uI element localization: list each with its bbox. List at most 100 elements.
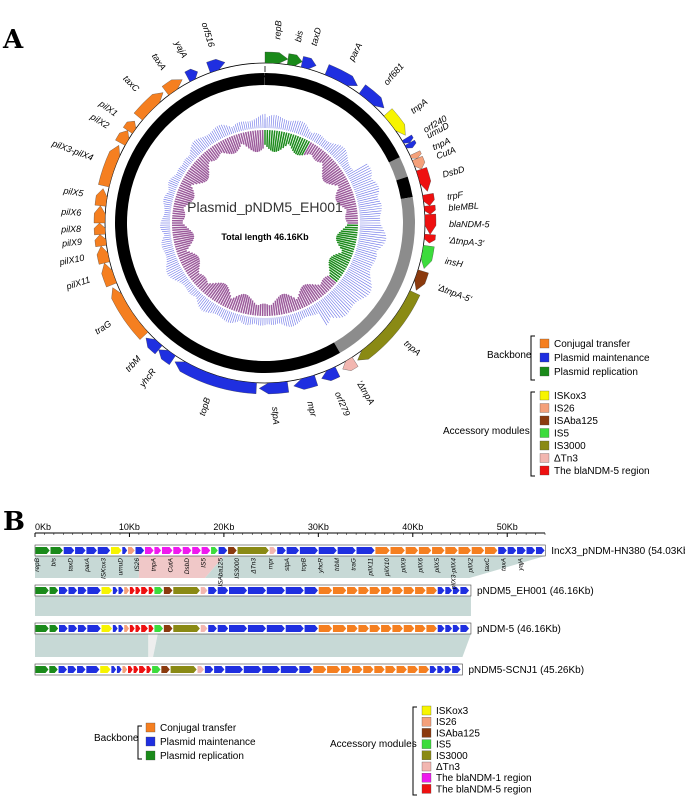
track-3-gene-8	[116, 666, 122, 673]
gc-bar-in	[329, 257, 348, 269]
gene-label-mpr: mpr	[305, 400, 319, 418]
gc-bar-in	[329, 274, 338, 283]
track-1-gene-3	[68, 587, 78, 594]
gc-bar-out	[268, 115, 270, 129]
gc-bar-in	[198, 280, 208, 290]
track-1-gene-6	[101, 587, 113, 594]
gc-bar-in	[336, 239, 356, 246]
gene-arrow-orf681	[358, 84, 385, 109]
gc-bar-in	[192, 273, 203, 283]
gc-bar-in	[175, 195, 192, 203]
gc-bar-in	[268, 305, 271, 316]
track-2-gene-38	[460, 625, 470, 632]
gc-bar-out	[356, 246, 377, 252]
gc-bar-in	[312, 147, 321, 158]
gc-bar-out	[161, 244, 173, 248]
gc-bar-in	[240, 294, 247, 314]
track-3-gene-21	[243, 666, 262, 673]
gc-bar-out	[353, 255, 374, 264]
gc-bar-out	[322, 140, 328, 148]
gc-bar-in	[249, 300, 254, 315]
track-0-gene-27	[356, 547, 375, 554]
gc-bar-in	[219, 288, 230, 306]
gc-bar-out	[355, 252, 377, 260]
gc-bar-out	[228, 126, 233, 135]
track-2-gene-19	[217, 625, 229, 632]
gc-bar-in	[328, 173, 345, 185]
legend-b-accessory-swatch-3	[421, 739, 432, 749]
gc-bar-in	[337, 180, 349, 187]
gc-bar-out	[343, 275, 371, 294]
track-gene-label-28: taxA	[501, 558, 508, 571]
gc-bar-out	[214, 306, 220, 315]
gene-arrow-tnpa	[342, 356, 359, 371]
gc-bar-in	[249, 131, 255, 152]
gc-bar-in	[197, 278, 207, 288]
gc-bar-in	[287, 133, 293, 145]
gene-label-tnpa-5: 'ΔtnpA-5'	[436, 282, 473, 304]
gc-bar-in	[207, 148, 217, 161]
gc-bar-out	[181, 165, 188, 170]
gc-bar-in	[335, 186, 352, 195]
track-3-gene-24	[299, 666, 313, 673]
gene-label-orf681: orf681	[381, 61, 405, 87]
legend-a-accessory-label-0: ISKox3	[554, 391, 587, 402]
gc-bar-out	[164, 196, 174, 200]
zero-kb-label: 0Kb	[257, 72, 273, 82]
track-gene-label-1: bis	[51, 557, 58, 566]
gc-bar-in	[177, 191, 195, 199]
track-0-gene-0	[35, 547, 50, 554]
gc-bar-out	[172, 271, 184, 280]
gc-bar-in	[172, 231, 193, 236]
gc-bar-in	[324, 169, 343, 183]
track-gene-label-6: IS26	[134, 558, 141, 572]
gc-bar-in	[314, 150, 325, 162]
legend-a-backbone-swatch-2	[539, 366, 550, 377]
gc-bar-in	[192, 163, 210, 179]
gc-bar-in	[302, 284, 315, 303]
gc-bar-in	[235, 134, 241, 148]
gc-bar-out	[164, 250, 175, 254]
track-0-gene-11	[154, 547, 162, 554]
gc-bar-out	[325, 142, 332, 150]
gene-arrow-pilx3-pilx4	[98, 145, 120, 188]
gc-bar-out	[356, 248, 377, 255]
gc-bar-in	[338, 252, 352, 260]
gene-arrows	[93, 51, 437, 395]
homology-band	[35, 634, 149, 657]
legend-b-accessory-swatch-7	[421, 784, 432, 794]
gc-bar-out	[212, 305, 218, 314]
homology-shading	[35, 556, 545, 657]
track-0-gene-39	[517, 547, 526, 554]
gene-arrow-taxa	[161, 79, 183, 96]
gc-bar-out	[353, 181, 376, 191]
gene-arrow-bis	[287, 53, 303, 66]
gc-bar-out	[196, 293, 202, 300]
track-1-gene-14	[154, 587, 164, 594]
gc-bar-out	[313, 133, 320, 142]
gc-bar-in	[222, 291, 231, 307]
gc-bar-out	[351, 261, 371, 271]
legend-b-accessory-swatch-4	[421, 750, 432, 760]
gc-bar-in	[314, 284, 325, 296]
track-1-gene-11	[135, 587, 141, 594]
gc-bar-in	[200, 155, 210, 165]
gc-bar-in	[335, 237, 357, 244]
track-0-gene-20	[237, 547, 269, 554]
gc-bar-out	[218, 125, 225, 138]
scale-label-3: 30Kb	[308, 522, 329, 532]
track-0-gene-15	[192, 547, 201, 554]
gc-bar-out	[292, 120, 297, 133]
gc-bar-in	[345, 214, 358, 218]
gc-bar-in	[321, 160, 335, 172]
gc-bar-in	[177, 249, 188, 255]
gene-arrow-orf279	[321, 366, 341, 381]
gc-bar-out	[195, 292, 201, 297]
gc-bar-out	[299, 122, 305, 135]
gc-bar-out	[347, 163, 368, 176]
track-0-gene-24	[299, 547, 318, 554]
track-3-gene-12	[139, 666, 146, 673]
gc-bar-out	[191, 144, 201, 154]
gc-bar-in	[326, 275, 337, 284]
gc-bar-in	[202, 153, 211, 163]
